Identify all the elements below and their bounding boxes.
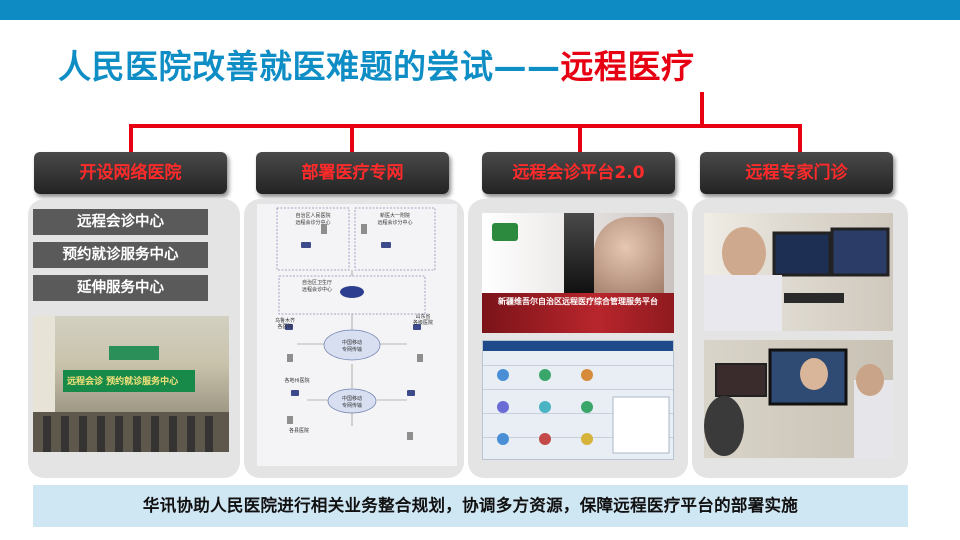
- mobile-cloud-2: [327, 388, 377, 414]
- server-icon-1: [321, 224, 327, 234]
- router-icon-6: [407, 390, 415, 396]
- doctor-head-shape: [722, 227, 766, 279]
- software-icons: [497, 369, 670, 454]
- expert-clinic-photo-1: [704, 213, 893, 331]
- app-icon: [539, 369, 551, 381]
- node-label: 中国移动: [342, 395, 362, 402]
- node-label: 自治区卫生厅: [302, 279, 332, 286]
- lobby-people: [43, 416, 219, 452]
- expert-clinic-scene-2: [704, 348, 893, 458]
- keyboard-shape: [784, 293, 844, 303]
- microscope-shape: [564, 213, 594, 293]
- software-row: [483, 389, 673, 390]
- server-icon-6: [407, 432, 413, 440]
- app-icon: [497, 401, 509, 413]
- node-label: 山东省: [415, 313, 430, 320]
- node-label: 新医大一附院: [380, 212, 410, 219]
- node-label: 远程会诊分中心: [377, 219, 412, 226]
- top-accent-bar: [0, 0, 960, 20]
- node-label: 各地州医院: [284, 377, 309, 384]
- lobby-pillar: [33, 316, 55, 416]
- hospital-lobby-photo: 远程会诊 预约就诊服务中心: [33, 316, 229, 452]
- platform-software-screenshot: [482, 340, 674, 460]
- node-label: 专网传输: [342, 346, 362, 353]
- software-titlebar: [483, 341, 673, 351]
- app-icon: [497, 433, 509, 445]
- app-icon: [581, 433, 593, 445]
- box-region-hospital: [276, 207, 350, 271]
- server-icon-5: [287, 416, 293, 424]
- software-row: [483, 437, 673, 438]
- patient-shape: [704, 396, 744, 456]
- title-main: 人民医院改善就医难题的尝试——: [58, 47, 561, 86]
- title-highlight: 远程医疗: [560, 47, 695, 86]
- slide-title: 人民医院改善就医难题的尝试——远程医疗: [58, 44, 695, 90]
- server-icon-3: [287, 354, 293, 362]
- platform-logo: [492, 223, 518, 241]
- node-label: 专网传输: [342, 402, 362, 409]
- tab-network-hospital: 开设网络医院: [34, 152, 227, 194]
- software-row: [483, 365, 673, 366]
- software-table: [612, 396, 670, 454]
- node-label: 中国移动: [342, 339, 362, 346]
- node-label: 各医院: [277, 323, 292, 330]
- software-row: [483, 413, 673, 414]
- remote-doctor-shape: [800, 358, 828, 390]
- expert-clinic-scene-1: [704, 227, 890, 331]
- lobby-sign: [109, 346, 159, 360]
- tab-medical-network: 部署医疗专网: [256, 152, 449, 194]
- server-icon-2: [361, 224, 367, 234]
- node-label: 乌鲁木齐: [275, 317, 295, 324]
- app-icon: [581, 401, 593, 413]
- box-medical-university: [354, 207, 436, 271]
- core-router-icon: [340, 286, 364, 298]
- router-icon-1: [301, 242, 311, 248]
- node-label: 远程会诊分中心: [295, 219, 330, 226]
- node-label: 自治区人民医院: [295, 212, 330, 219]
- center-appointment-service: 预约就诊服务中心: [33, 242, 208, 268]
- node-label: 各级医院: [413, 319, 433, 326]
- tab-consultation-platform: 远程会诊平台2.0: [482, 152, 675, 194]
- doctor-head-shape: [856, 364, 884, 396]
- server-icon-4: [417, 354, 423, 362]
- router-icon-2: [381, 242, 391, 248]
- monitor-shape: [772, 231, 832, 277]
- doctor-face-shape: [594, 217, 664, 293]
- lobby-banner-text: 远程会诊 预约就诊服务中心: [67, 377, 179, 387]
- center-remote-consultation: 远程会诊中心: [33, 209, 208, 235]
- platform-caption: 新疆维吾尔自治区远程医疗综合管理服务平台: [498, 297, 658, 306]
- doctor-shirt-shape: [704, 275, 782, 331]
- monitor-shape: [830, 227, 890, 277]
- center-extended-service: 延伸服务中心: [33, 275, 208, 301]
- app-icon: [539, 433, 551, 445]
- network-topology-diagram: 自治区人民医院 远程会诊分中心 新医大一附院 远程会诊分中心 自治区卫生厅 远程…: [257, 204, 457, 466]
- router-icon-5: [291, 390, 299, 396]
- app-icon: [497, 369, 509, 381]
- mobile-cloud-1: [323, 329, 381, 361]
- router-icon-4: [413, 324, 421, 330]
- node-label: 远程会诊中心: [302, 286, 332, 293]
- app-icon: [581, 369, 593, 381]
- router-icon-3: [285, 324, 293, 330]
- lobby-banner: [63, 370, 195, 392]
- app-icon: [539, 401, 551, 413]
- footer-summary: 华讯协助人民医院进行相关业务整合规划，协调多方资源，保障远程医疗平台的部署实施: [33, 485, 908, 527]
- monitor-shape: [715, 363, 767, 397]
- node-label: 各县医院: [289, 427, 309, 434]
- tab-expert-clinic: 远程专家门诊: [700, 152, 893, 194]
- expert-clinic-photo-2: [704, 340, 893, 458]
- platform-microscope-image: 新疆维吾尔自治区远程医疗综合管理服务平台: [482, 213, 674, 333]
